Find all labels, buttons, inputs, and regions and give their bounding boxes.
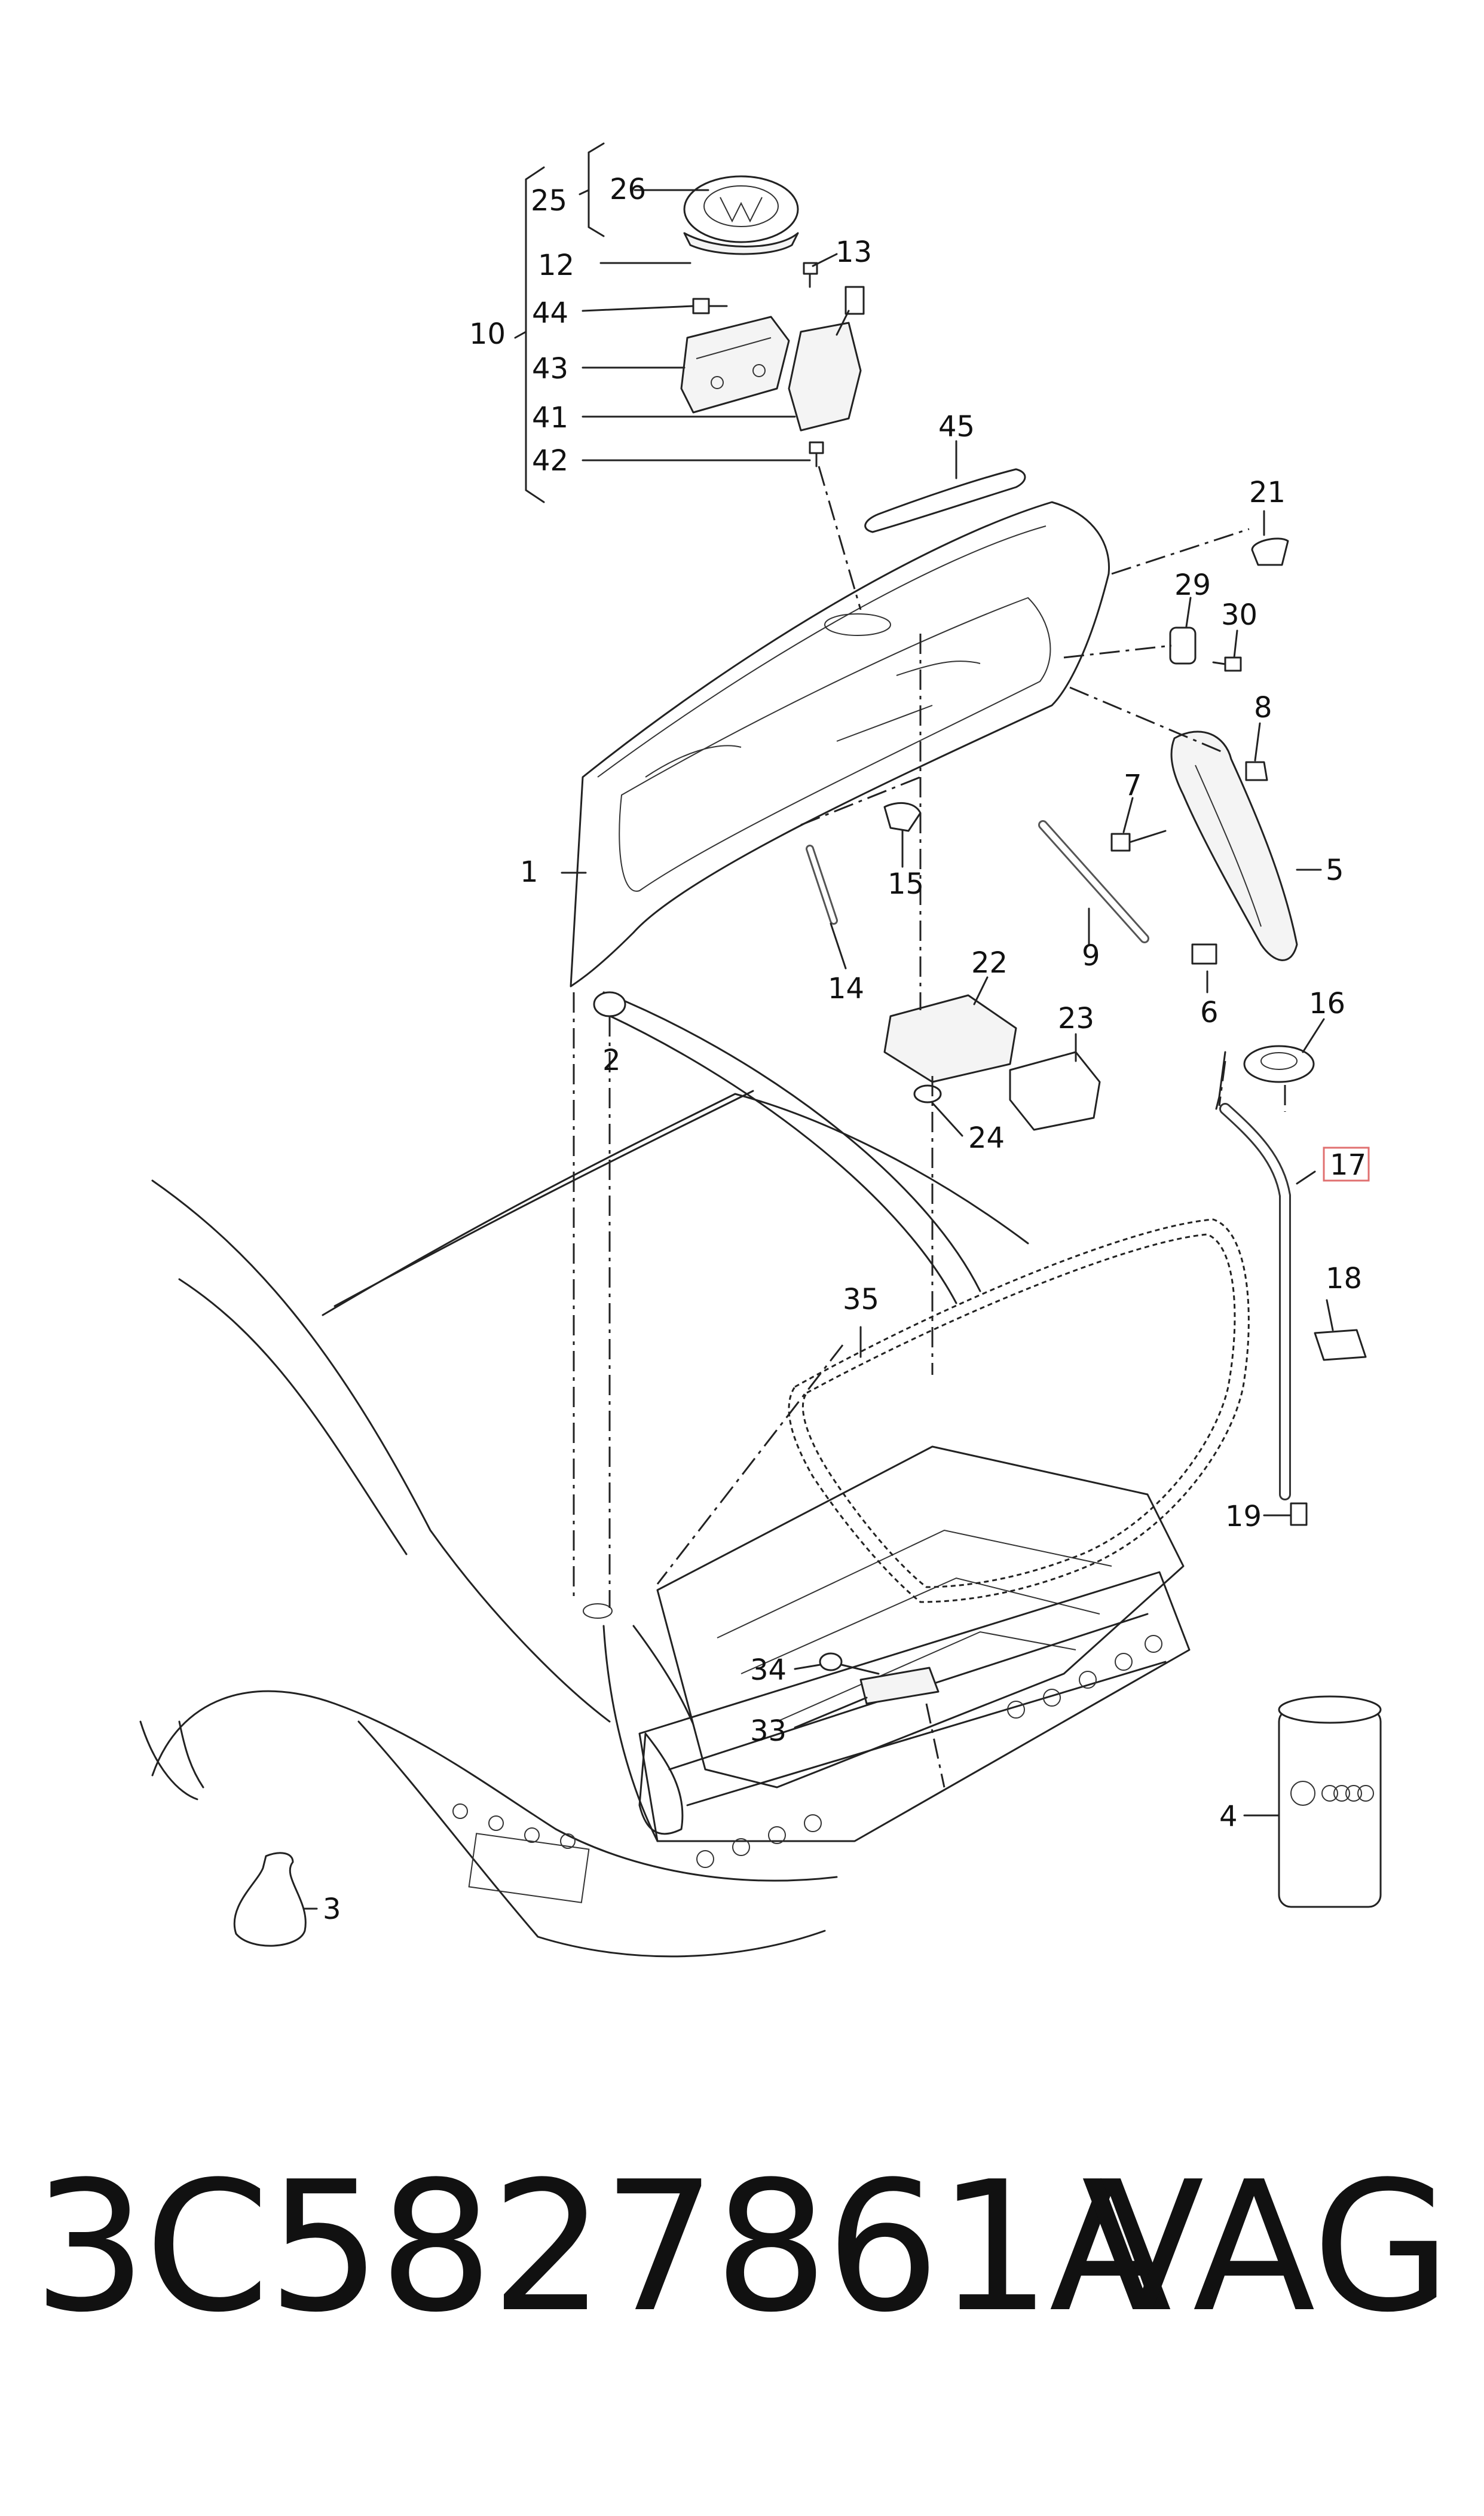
callout-2: 2 bbox=[602, 1044, 621, 1077]
callout-13: 13 bbox=[836, 236, 872, 269]
car-body bbox=[139, 991, 1191, 1958]
rear-panel-holes bbox=[452, 1635, 1162, 1868]
footer: 3C5827861A VAG bbox=[0, 2128, 1484, 2367]
exploded-parts-diagram: 26 25 12 13 44 10 43 41 42 45 21 29 30 8… bbox=[139, 142, 1382, 1958]
callout-33: 33 bbox=[750, 1714, 787, 1748]
brand-label: VAG bbox=[1081, 2143, 1451, 2352]
spray-can bbox=[1278, 1695, 1382, 1908]
leader-lines bbox=[304, 189, 1334, 1910]
callout-34: 34 bbox=[750, 1653, 787, 1687]
callout-23: 23 bbox=[1058, 1002, 1094, 1035]
right-side-parts bbox=[1038, 537, 1382, 1908]
callout-1: 1 bbox=[520, 855, 538, 889]
callout-29: 29 bbox=[1174, 568, 1211, 602]
callout-26: 26 bbox=[610, 173, 646, 206]
audi-rings-icon bbox=[1321, 1785, 1374, 1802]
callout-24: 24 bbox=[968, 1121, 1005, 1155]
callout-16: 16 bbox=[1309, 987, 1345, 1020]
callout-19: 19 bbox=[1225, 1500, 1262, 1533]
handle-lock-assembly bbox=[514, 142, 865, 503]
callout-22: 22 bbox=[971, 946, 1008, 980]
callout-9: 9 bbox=[1082, 939, 1100, 973]
callout-8: 8 bbox=[1254, 691, 1272, 724]
callout-17: 17 bbox=[1330, 1148, 1366, 1182]
callout-15: 15 bbox=[888, 867, 924, 901]
spoiler bbox=[864, 468, 1026, 533]
callout-30: 30 bbox=[1221, 598, 1257, 632]
part-number: 3C5827861A bbox=[33, 2143, 1172, 2352]
vw-logo-icon bbox=[1290, 1781, 1315, 1806]
callout-3: 3 bbox=[323, 1893, 341, 1926]
callout-41: 41 bbox=[532, 401, 568, 435]
highlight-box-17 bbox=[1323, 1147, 1370, 1182]
trunk-lid bbox=[570, 501, 1110, 988]
callout-7: 7 bbox=[1124, 769, 1142, 802]
callout-6: 6 bbox=[1200, 996, 1219, 1029]
callout-35: 35 bbox=[843, 1283, 879, 1316]
callout-10: 10 bbox=[469, 317, 506, 351]
callout-43: 43 bbox=[532, 352, 568, 386]
callout-labels: 26 25 12 13 44 10 43 41 42 45 21 29 30 8… bbox=[323, 173, 1366, 1926]
callout-45: 45 bbox=[938, 410, 975, 444]
callout-25: 25 bbox=[531, 184, 567, 218]
callout-42: 42 bbox=[532, 444, 568, 478]
callout-5: 5 bbox=[1326, 854, 1344, 887]
callout-12: 12 bbox=[538, 249, 574, 282]
callout-21: 21 bbox=[1249, 476, 1286, 509]
trunk-seal bbox=[788, 1218, 1250, 1603]
assembly-lines bbox=[573, 466, 1286, 1788]
callout-4: 4 bbox=[1219, 1800, 1238, 1833]
callout-18: 18 bbox=[1326, 1262, 1362, 1295]
callout-14: 14 bbox=[828, 972, 864, 1005]
callout-44: 44 bbox=[532, 296, 568, 330]
center-parts bbox=[233, 802, 1101, 1947]
